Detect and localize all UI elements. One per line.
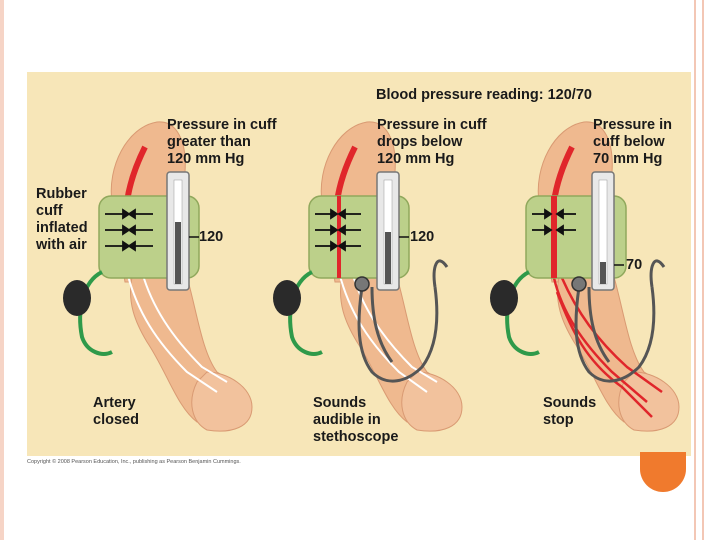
stethoscope — [357, 259, 449, 383]
compression-arrows — [315, 208, 361, 252]
gauge-mercury — [600, 262, 606, 284]
rubber-cuff-label: Rubber cuff inflated with air — [36, 186, 88, 253]
right-border — [690, 0, 720, 540]
border-line — [702, 0, 704, 540]
hand — [401, 371, 463, 432]
tube — [78, 270, 113, 356]
left-border — [0, 0, 4, 540]
panel-2 — [273, 121, 463, 432]
sounds-audible-label: Sounds audible in stethoscope — [313, 395, 399, 445]
vein — [141, 271, 228, 383]
border-line — [694, 0, 696, 540]
hand — [191, 371, 253, 432]
panel1-pressure-label: Pressure in cuff greater than 120 mm Hg — [167, 117, 277, 167]
gauge-mercury — [175, 222, 181, 284]
copyright-text: Copyright © 2008 Pearson Education, Inc.… — [27, 459, 241, 465]
blood-pressure-diagram — [63, 121, 680, 432]
hand — [618, 371, 680, 432]
bulb — [273, 280, 301, 316]
panel-1 — [63, 121, 253, 432]
panel2-pressure-label: Pressure in cuff drops below 120 mm Hg — [377, 117, 487, 167]
artery-closed-label: Artery closed — [93, 395, 139, 428]
vein — [338, 271, 428, 393]
sounds-stop-label: Sounds stop — [543, 395, 597, 428]
gauge2-value: 120 — [410, 229, 435, 245]
gauge3-value: 70 — [626, 257, 643, 273]
compression-arrows — [532, 208, 576, 236]
stethoscope — [574, 259, 666, 383]
stethoscope-chestpiece — [571, 276, 587, 292]
tube — [288, 270, 323, 356]
bulb — [63, 280, 91, 316]
panel-3 — [490, 121, 680, 432]
vein — [126, 271, 218, 393]
diagram-title: Blood pressure reading: 120/70 — [376, 87, 592, 103]
compression-arrows — [105, 208, 153, 252]
gauge1-value: 120 — [199, 229, 224, 245]
bulb — [490, 280, 518, 316]
gauge-mercury — [385, 232, 391, 284]
tube — [505, 270, 540, 356]
panel3-pressure-label: Pressure in cuff below 70 mm Hg — [593, 117, 672, 167]
stethoscope-chestpiece — [354, 276, 370, 292]
slide-accent-circle — [640, 452, 686, 492]
